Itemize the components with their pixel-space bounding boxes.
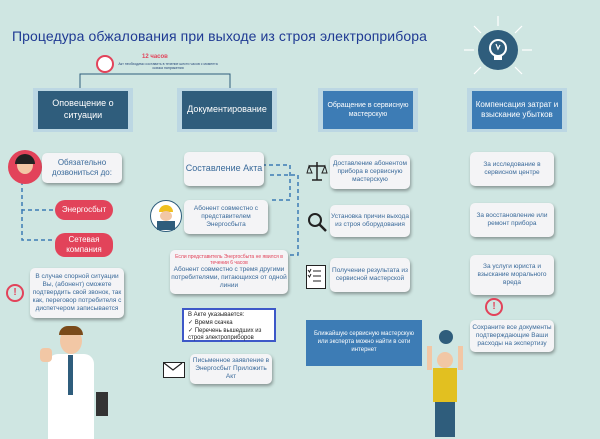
service-box-2: Установка причин выхода из строя оборудо… (330, 205, 410, 237)
worker-avatar (150, 200, 182, 232)
exclamation-icon: ! (6, 284, 24, 302)
header-notification: Оповещение о ситуации (38, 91, 128, 129)
timer-caption: Акт необходимо составить в течение шести… (118, 62, 218, 71)
magnifier-icon (306, 211, 328, 233)
scales-icon (306, 160, 328, 182)
compensation-box-3: За услуги юриста и взыскание морального … (470, 255, 554, 295)
connector-act-subscriber (262, 164, 291, 201)
connector-act-neighbors (270, 174, 299, 256)
person-with-idea (425, 330, 465, 437)
pill-energosbyt: Энергосбыт (55, 200, 113, 220)
act-list-item: ✓ Перечень вышедших из строя электроприб… (188, 327, 262, 342)
service-note: Ближайшую сервисную мастерскую или экспе… (306, 320, 422, 366)
neighbors-text: Абонент совместно с тремя другими потреб… (171, 266, 287, 290)
connector-call-network (21, 210, 55, 241)
envelope-icon (163, 362, 185, 378)
header-service: Обращение в сервисную мастерскую (323, 91, 413, 129)
connector-call-energosbyt (21, 179, 55, 211)
letter-box: Письменное заявление в Энергосбыт Прилож… (190, 354, 272, 384)
timer-bracket (79, 73, 231, 88)
operator-avatar (8, 150, 42, 184)
alarm-clock-icon (96, 55, 114, 73)
compensation-box-1: За исследование в сервисном центре (470, 152, 554, 186)
act-box: Составление Акта (184, 152, 264, 186)
pill-network-company: Сетевая компания (55, 233, 113, 257)
compensation-box-2: За восстановление или ремонт прибора (470, 203, 554, 237)
call-box: Обязательно дозвониться до: (42, 153, 122, 183)
act-contents-box: В Акте указывается: ✓ Время скачка ✓ Пер… (182, 308, 276, 342)
compensation-note: Сохраните все документы подтверждающие В… (470, 320, 554, 352)
act-list-title: В Акте указывается: (188, 312, 245, 318)
checklist-icon (306, 265, 326, 289)
neighbors-box: Если представитель Энергосбыта не явился… (170, 250, 288, 294)
businessman-thumbs-up (40, 322, 112, 439)
lightbulb-icon (478, 30, 518, 70)
subscriber-box: Абонент совместно с представителем Энерг… (184, 200, 268, 234)
header-documenting: Документирование (182, 91, 272, 129)
lightbulb-rays (464, 16, 532, 75)
timer-hours: 12 часов (142, 54, 168, 60)
exclamation-icon: ! (485, 298, 503, 316)
header-compensation: Компенсация затрат и взыскание убытков (472, 91, 562, 129)
dispute-note: В случае спорной ситуации Вы, (абонент) … (30, 268, 124, 318)
page-title: Процедура обжалования при выходе из стро… (12, 28, 427, 44)
act-list-item: ✓ Время скачка (188, 319, 233, 326)
service-box-3: Получение результата из сервисной мастер… (330, 258, 410, 292)
service-box-1: Доставление абонентом прибора в сервисну… (330, 155, 410, 189)
warning-text: Если представитель Энергосбыта не явился… (175, 253, 283, 266)
